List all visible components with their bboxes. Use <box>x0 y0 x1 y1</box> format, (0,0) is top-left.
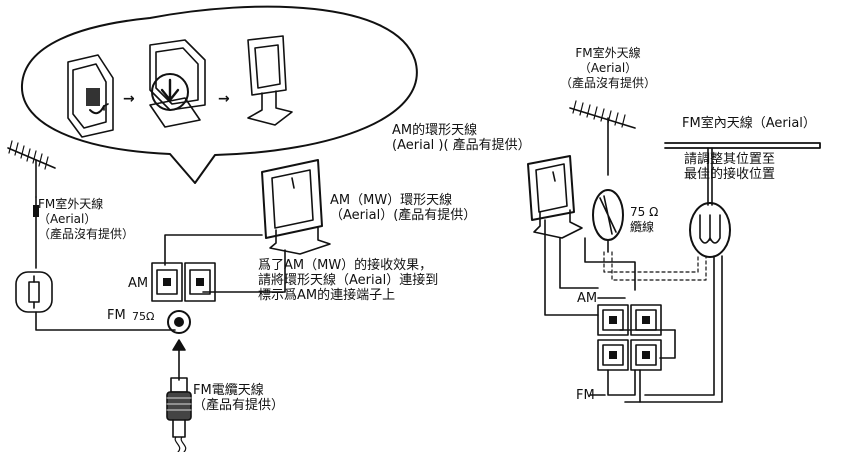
label-line: AM的環形天線 <box>392 123 478 138</box>
label-line: 75 Ω <box>630 205 659 219</box>
label-line: （產品有提供） <box>193 398 285 413</box>
fm-outdoor-antenna-icon <box>7 140 56 198</box>
right-am-terminal-label: AM <box>577 291 598 306</box>
label-line: 爲了AM（MW）的接收效果， <box>258 258 433 273</box>
am-loop-antenna-icon <box>261 159 331 255</box>
label-line: （Aerial） <box>38 212 97 226</box>
left-fm-terminal-label: FM <box>107 308 126 323</box>
label-line: （Aerial） <box>578 61 638 75</box>
right-coax-label: 75 Ω 纜線 <box>630 205 658 235</box>
label-line: 請將環形天線（Aerial）連接到 <box>258 273 439 288</box>
coax-plug-icon <box>166 377 192 452</box>
right-fm-terminal-label: FM <box>576 388 595 403</box>
balun-icon <box>15 271 53 313</box>
label-line: 標示爲AM的連接端子上 <box>258 288 396 303</box>
label-line: （產品沒有提供） <box>38 227 135 241</box>
label-line: AM（MW）環形天線 <box>330 193 453 208</box>
left-fm-outdoor-label: FM室外天線 （Aerial） （產品沒有提供） <box>38 197 134 242</box>
left-am-loop-label: AM（MW）環形天線 （Aerial）(產品有提供） <box>330 193 476 223</box>
fm-connector-icon <box>167 310 191 381</box>
label-line: (Aerial )( 產品有提供） <box>392 138 531 153</box>
balun-icon <box>592 189 624 253</box>
fm-indoor-antenna-icon <box>664 142 821 258</box>
right-am-loop-label: AM的環形天線 (Aerial )( 產品有提供） <box>392 123 531 153</box>
svg-text:→: → <box>218 91 230 107</box>
left-am-note: 爲了AM（MW）的接收效果， 請將環形天線（Aerial）連接到 標示爲AM的連… <box>258 258 438 303</box>
left-ohm-label: 75Ω <box>132 310 155 323</box>
label-line: （產品沒有提供） <box>560 76 657 90</box>
right-adjust-note: 請調整其位置至 最佳的接收位置 <box>684 152 775 182</box>
label-line: 請調整其位置至 <box>684 152 776 167</box>
am-loop-antenna-icon <box>527 155 583 239</box>
loop-assembled-icon <box>247 35 293 126</box>
right-fm-outdoor-label: FM室外天線 （Aerial） （產品沒有提供） <box>560 46 656 91</box>
assembly-callout: → → <box>20 5 418 184</box>
label-line: FM電纜天線 <box>193 383 264 398</box>
label-line: FM室外天線 <box>38 197 104 211</box>
left-fm-cable-label: FM電纜天線 （產品有提供） <box>193 383 284 413</box>
right-fm-indoor-label: FM室內天線（Aerial） <box>682 116 816 131</box>
svg-text:→: → <box>123 91 135 107</box>
loop-unfold-icon <box>149 39 206 128</box>
label-line: FM室外天線 <box>575 46 641 60</box>
terminal-block-icon <box>597 304 662 371</box>
label-line: 纜線 <box>630 220 655 234</box>
label-line: 最佳的接收位置 <box>684 167 776 182</box>
label-line: （Aerial）(產品有提供） <box>330 208 477 223</box>
terminal-block-icon <box>151 262 216 302</box>
loop-folded-icon <box>67 54 114 138</box>
left-am-terminal-label: AM <box>128 276 149 291</box>
fm-outdoor-antenna-icon <box>569 100 636 176</box>
